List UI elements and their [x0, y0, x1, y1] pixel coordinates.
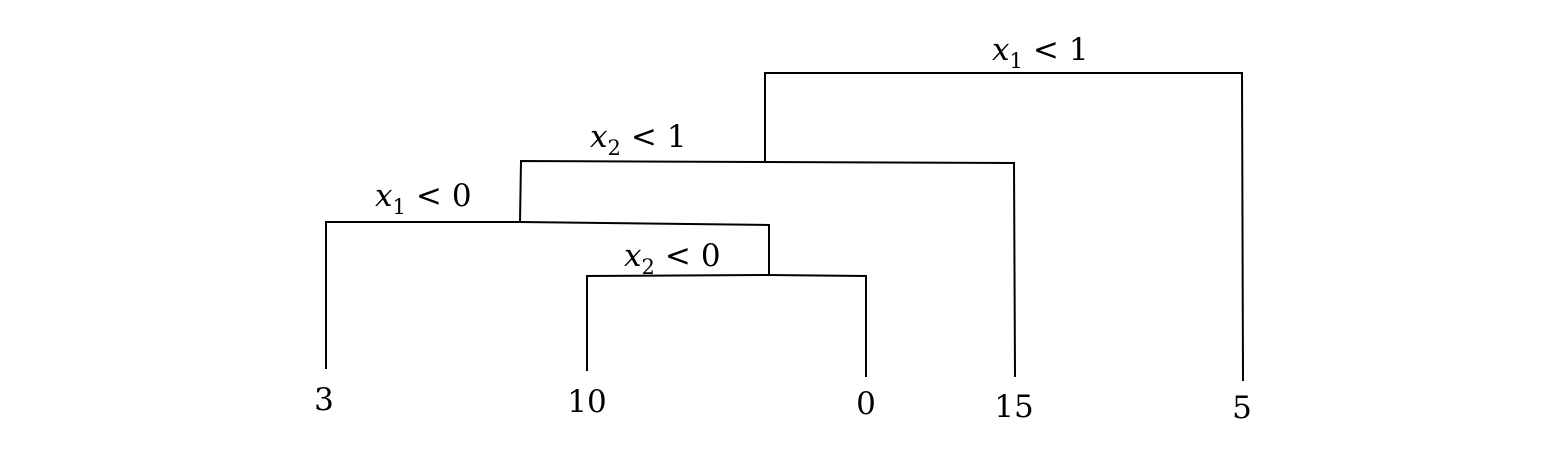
mid-split-label: x2<1 — [590, 119, 687, 160]
left-split-bracket — [325, 221, 770, 369]
root-split-label: x1<1 — [992, 32, 1089, 73]
inner-split-bracket — [586, 273, 867, 377]
mid-split-bracket — [518, 159, 1017, 378]
left-split-label: x1<0 — [375, 178, 472, 219]
leaf-value: 10 — [567, 384, 606, 420]
leaf-value: 15 — [994, 389, 1033, 425]
inner-split-label: x2<0 — [624, 238, 721, 279]
split-node-left: x1<0 — [325, 178, 770, 369]
leaf-value: 5 — [1232, 390, 1252, 426]
root-split-bracket — [764, 72, 1245, 382]
leaf-value: 0 — [856, 386, 876, 422]
split-node-mid: x2<1 — [518, 119, 1017, 378]
leaf-value: 3 — [314, 382, 334, 418]
split-node-inner: x2<0 — [586, 238, 867, 377]
split-node-root: x1<1 — [764, 32, 1245, 382]
